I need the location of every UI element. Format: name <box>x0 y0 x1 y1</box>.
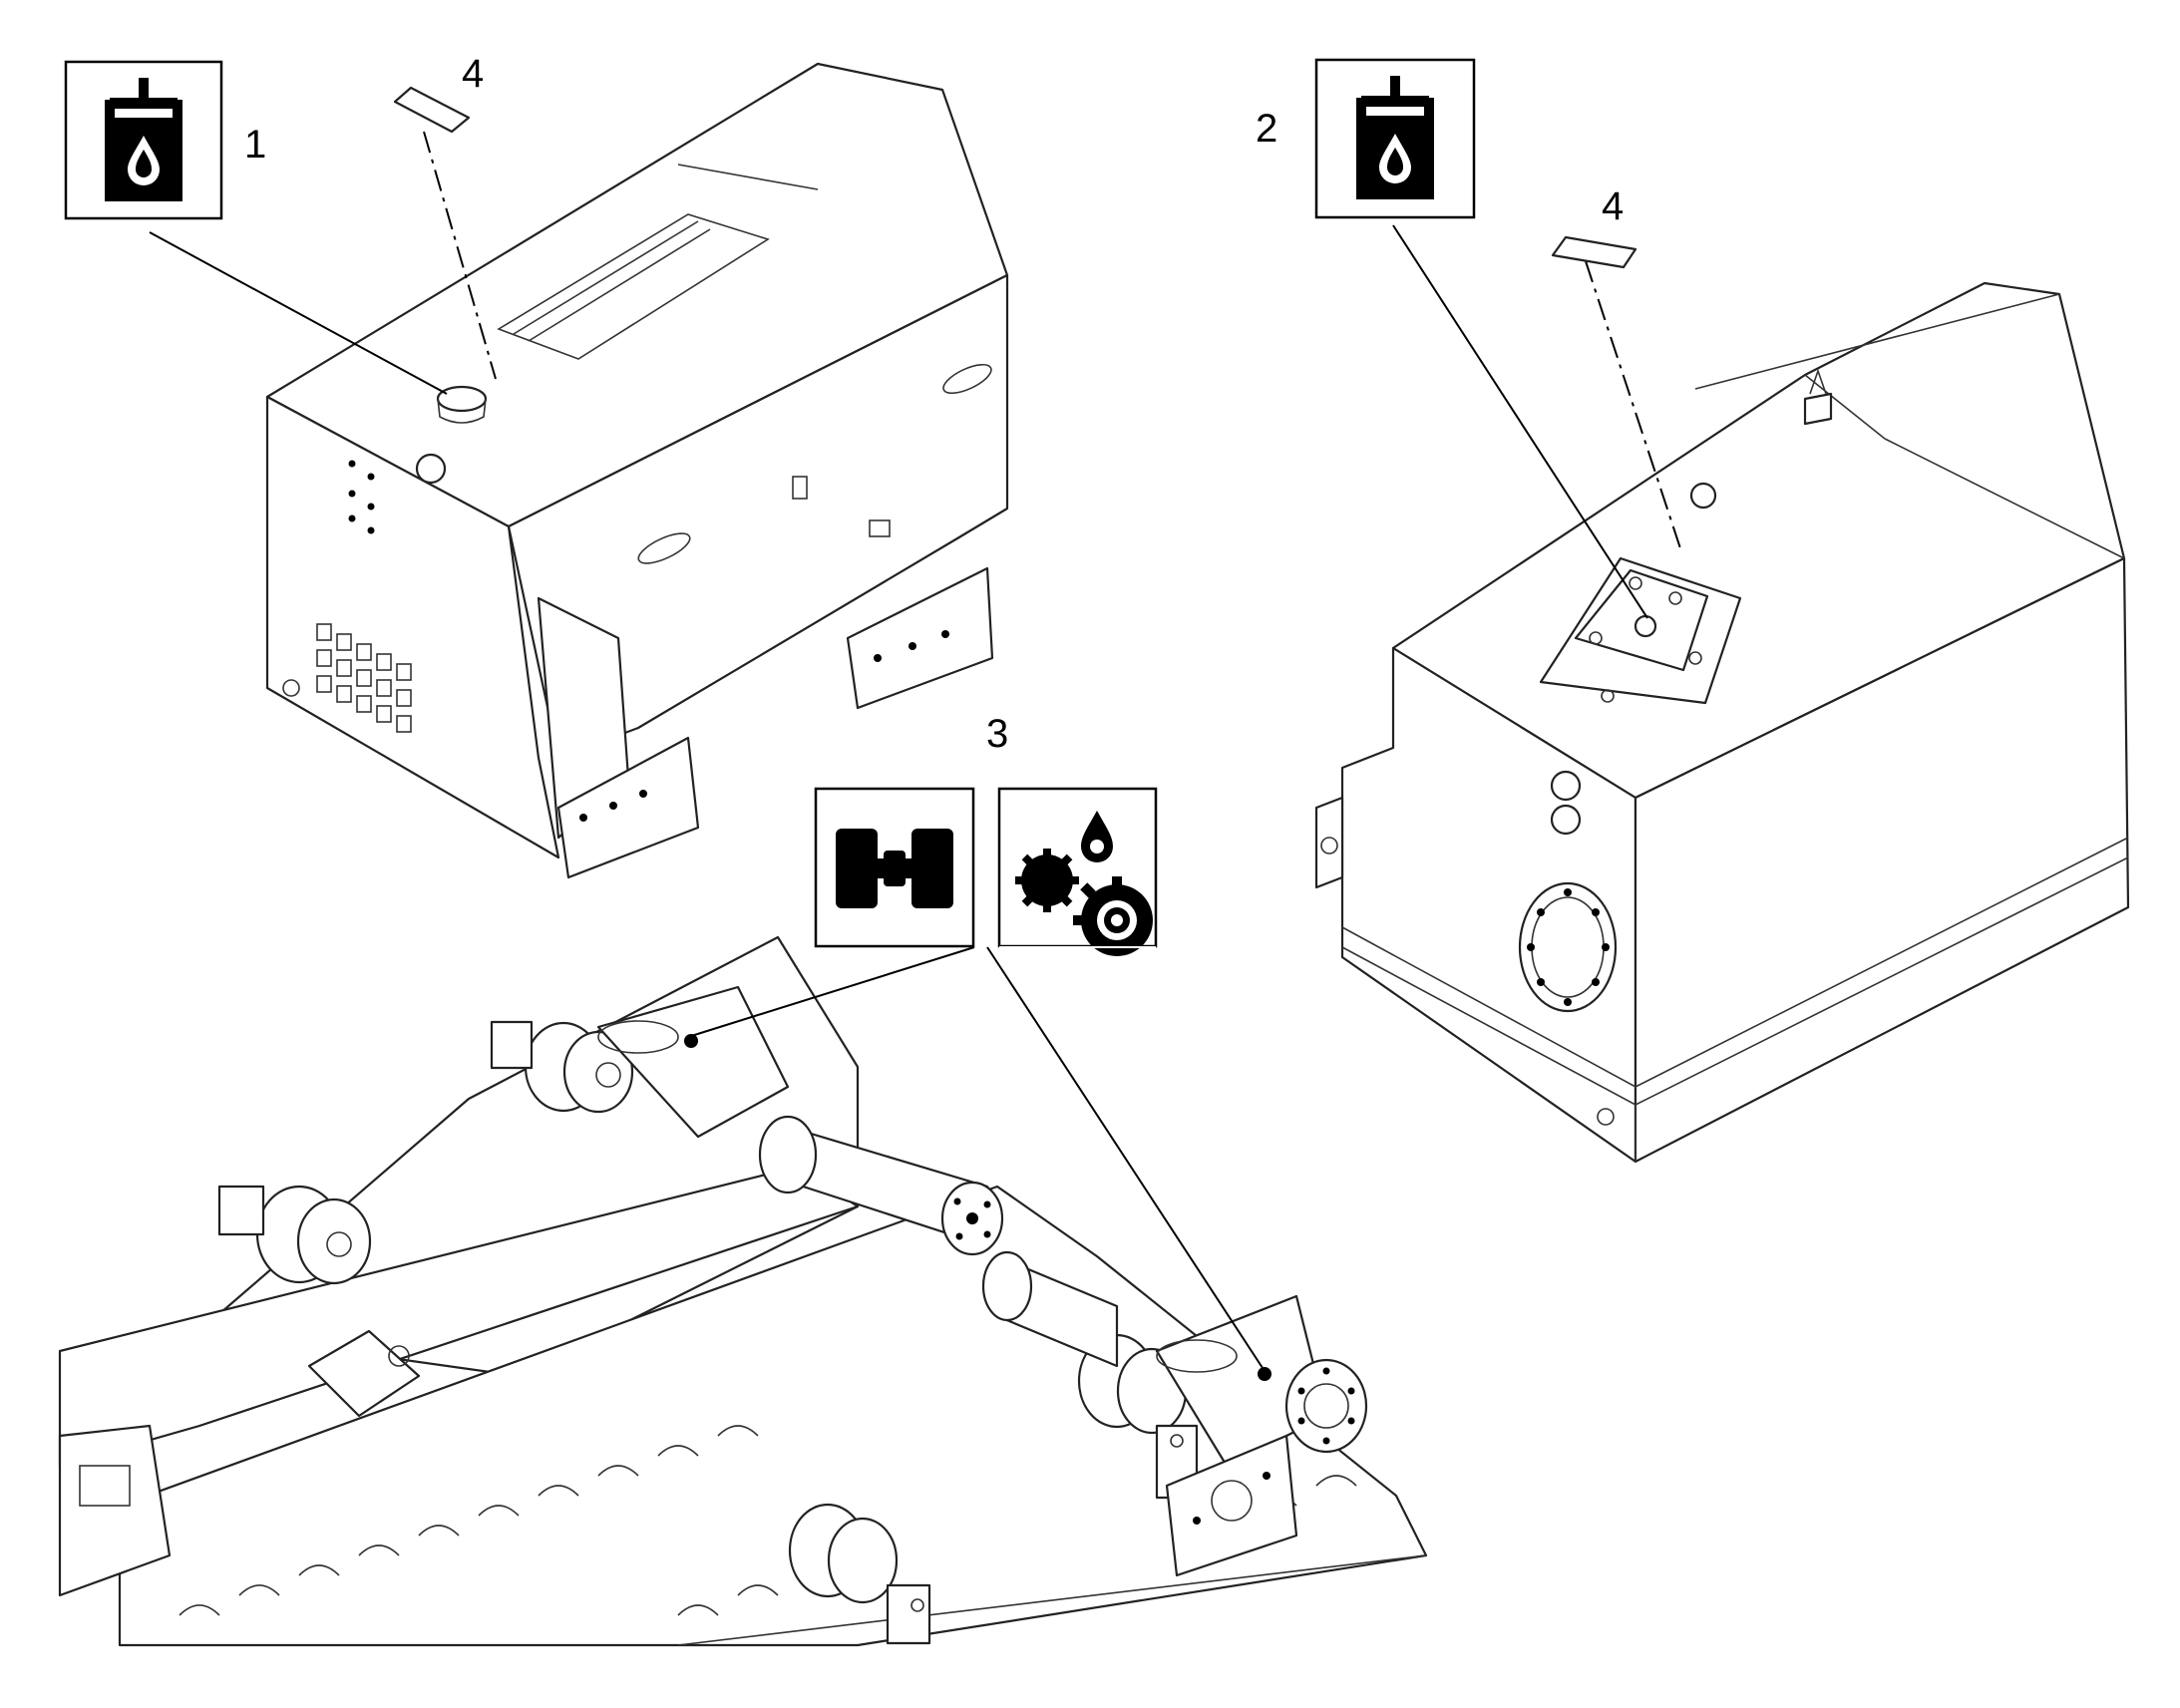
undercarriage-axle-assembly <box>58 935 1428 1647</box>
callout-4-right: 4 <box>1602 184 1624 228</box>
callout-2: 2 <box>1256 107 1277 151</box>
right-tank <box>1314 281 2130 1164</box>
leader-lines <box>149 131 1681 1372</box>
large-gear <box>1073 876 1153 956</box>
callout-1: 1 <box>244 123 266 167</box>
gear-oil-icon <box>997 787 1158 956</box>
decal-label-icon <box>393 86 471 134</box>
left-hydraulic-tank <box>265 62 1009 879</box>
hydraulic-oil-reservoir-icon <box>1314 58 1476 219</box>
callout-3: 3 <box>986 712 1008 756</box>
axle-icon <box>814 787 975 948</box>
callout-4-left: 4 <box>462 52 484 96</box>
hydraulic-oil-reservoir-icon <box>64 60 223 220</box>
decal-label-icon <box>1551 235 1637 269</box>
small-gear <box>1015 849 1079 912</box>
